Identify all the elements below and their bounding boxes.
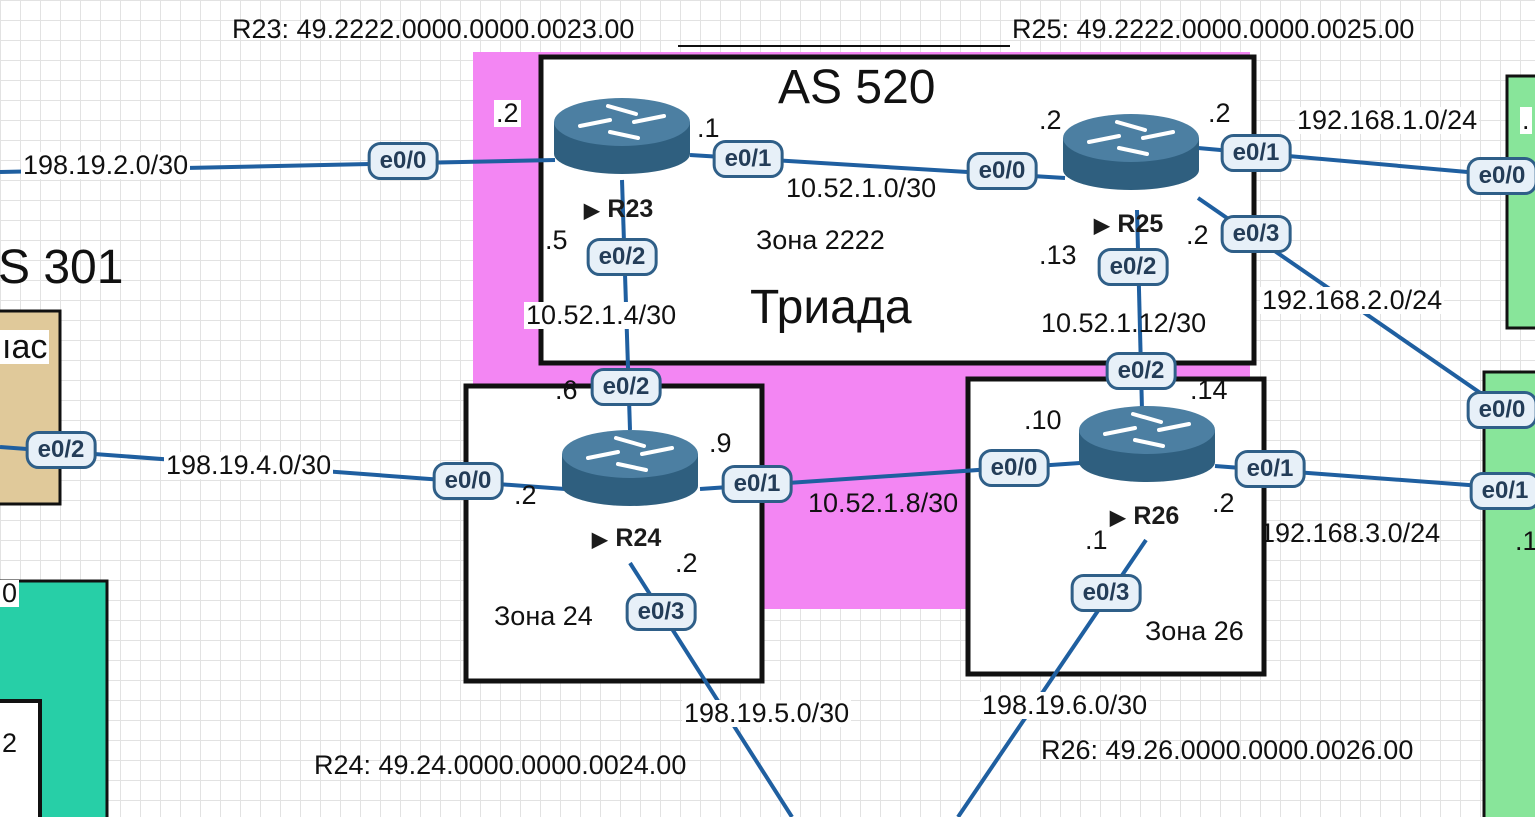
router-r26-name: ▶ R26	[1110, 502, 1179, 531]
host-r23-e02: .5	[545, 225, 568, 255]
host-r25-e03: .2	[1186, 220, 1209, 250]
router-r26-label: R26	[1133, 502, 1180, 530]
zone-2222-label: Зона 2222	[756, 225, 885, 255]
net-192-168-3: 192.168.3.0/24	[1260, 518, 1441, 548]
play-icon: ▶	[584, 200, 600, 222]
iface-r25-e01[interactable]: e0/1	[1220, 134, 1292, 172]
iface-ext-right-e00a[interactable]: e0/0	[1466, 157, 1535, 195]
iface-r26-e00[interactable]: e0/0	[978, 449, 1050, 487]
net-198-19-2: 198.19.2.0/30	[21, 150, 191, 180]
router-r23-icon[interactable]	[552, 92, 692, 178]
net-10-52-1-8: 10.52.1.8/30	[808, 488, 959, 518]
router-r25-icon[interactable]	[1061, 108, 1201, 194]
host-r24-e00: .2	[514, 480, 537, 510]
iface-r24-e02[interactable]: e0/2	[590, 368, 662, 406]
host-r25-e02: .13	[1039, 240, 1077, 270]
iface-r23-e00[interactable]: e0/0	[367, 142, 439, 180]
host-r26-e01: .2	[1212, 488, 1235, 518]
net-192-168-1: 192.168.1.0/24	[1295, 105, 1480, 135]
iface-r25-e00[interactable]: e0/0	[966, 152, 1038, 190]
iface-r25-e02[interactable]: e0/2	[1097, 248, 1169, 286]
play-icon: ▶	[592, 529, 608, 551]
as-301-title: S 301	[0, 241, 124, 294]
net-198-19-4: 198.19.4.0/30	[164, 450, 334, 480]
iface-r24-e00[interactable]: e0/0	[432, 462, 504, 500]
iface-ext-right-e01[interactable]: e0/1	[1469, 472, 1535, 510]
router-r24-label: R24	[615, 524, 662, 552]
iface-ext-left-e02[interactable]: e0/2	[25, 431, 97, 469]
host-r24-e03: .2	[675, 548, 698, 578]
iface-r25-e03[interactable]: e0/3	[1220, 215, 1292, 253]
router-r26-icon[interactable]	[1077, 400, 1217, 486]
iface-r24-e03[interactable]: e0/3	[625, 593, 697, 631]
iface-r24-e01[interactable]: e0/1	[721, 465, 793, 503]
iface-r26-e02[interactable]: e0/2	[1105, 352, 1177, 390]
iface-r26-e03[interactable]: e0/3	[1070, 574, 1142, 612]
edge-right-top: .	[1520, 105, 1532, 135]
host-r24-e02: .6	[555, 375, 578, 405]
host-r25-e01: .2	[1208, 98, 1231, 128]
as-520-title: AS 520	[778, 61, 936, 114]
router-icon	[1079, 406, 1215, 482]
host-r26-e03: .1	[1085, 525, 1108, 555]
iface-r26-e01[interactable]: e0/1	[1234, 450, 1306, 488]
play-icon: ▶	[1110, 507, 1126, 529]
router-icon	[554, 98, 690, 174]
router-r24-icon[interactable]	[560, 424, 700, 510]
router-r25-label: R25	[1117, 210, 1164, 238]
green-area-bottom	[1482, 370, 1535, 817]
nsap-r25: R25: 49.2222.0000.0000.0025.00	[1012, 14, 1415, 44]
host-r26-e00: .10	[1024, 405, 1062, 435]
net-10-52-1-4: 10.52.1.4/30	[524, 300, 679, 330]
router-r23-label: R23	[607, 195, 654, 223]
host-r23-e01: .1	[697, 113, 720, 143]
edge-right-bottom: .1	[1515, 526, 1535, 556]
iface-ext-right-e00b[interactable]: e0/0	[1466, 391, 1535, 429]
nsap-r23: R23: 49.2222.0000.0000.0023.00	[232, 14, 635, 44]
iface-r23-e02[interactable]: e0/2	[586, 238, 658, 276]
net-198-19-6: 198.19.6.0/30	[980, 690, 1150, 720]
nsap-r26: R26: 49.26.0000.0000.0026.00	[1041, 735, 1414, 765]
play-icon: ▶	[1094, 215, 1110, 237]
zone-24-label: Зона 24	[494, 601, 593, 631]
net-192-168-2: 192.168.2.0/24	[1260, 285, 1445, 315]
net-10-52-1-12: 10.52.1.12/30	[1041, 308, 1207, 338]
iface-r23-e01[interactable]: e0/1	[712, 140, 784, 178]
zone-26-label: Зона 26	[1145, 616, 1244, 646]
host-r25-e00: .2	[1039, 105, 1062, 135]
left-box-label: ıас	[0, 328, 50, 366]
net-10-52-1-0: 10.52.1.0/30	[786, 173, 937, 203]
white-inner-box	[0, 699, 42, 817]
nsap-r24: R24: 49.24.0000.0000.0024.00	[314, 750, 687, 780]
host-r23-e00: .2	[494, 98, 521, 128]
router-icon	[562, 430, 698, 506]
router-r25-name: ▶ R25	[1094, 210, 1163, 239]
edge-left-mid: 0	[0, 578, 20, 608]
edge-left-bottom: 2	[0, 728, 20, 758]
net-198-19-5: 198.19.5.0/30	[682, 698, 852, 728]
triad-label: Триада	[750, 281, 912, 334]
router-icon	[1063, 114, 1199, 190]
host-r24-e01: .9	[709, 428, 732, 458]
host-r26-e02: .14	[1190, 375, 1228, 405]
router-r24-name: ▶ R24	[592, 524, 661, 553]
router-r23-name: ▶ R23	[584, 195, 653, 224]
